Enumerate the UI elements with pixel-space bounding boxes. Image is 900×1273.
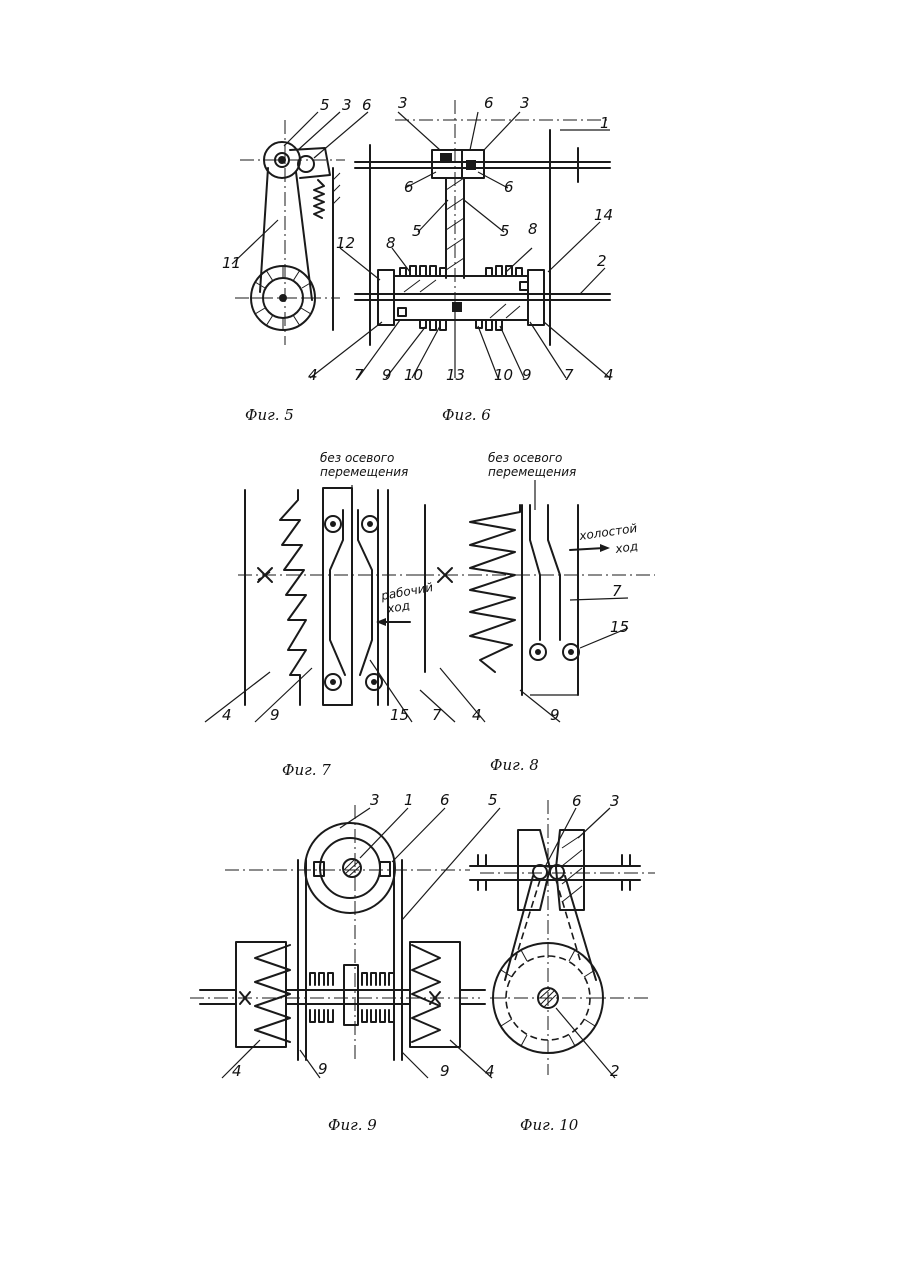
label-4: 4 — [232, 1062, 242, 1080]
label-3: 3 — [520, 94, 530, 112]
figure-7: без осевого перемещения рабочий ход 4 9 … — [205, 451, 455, 779]
sawtooth-gear-profile — [470, 505, 520, 672]
idle-stroke-arrow — [570, 548, 604, 550]
roller-6 — [533, 865, 547, 879]
spring — [314, 180, 324, 218]
label-9: 9 — [522, 366, 532, 384]
label-4: 4 — [485, 1062, 495, 1080]
label-7: 7 — [354, 366, 364, 384]
label-15: 15 — [610, 618, 629, 636]
label-2: 2 — [610, 1062, 620, 1080]
caption-fig6: Фиг. 6 — [442, 406, 491, 424]
label-5: 5 — [320, 96, 330, 114]
sawtooth-gear-profile — [280, 490, 306, 705]
label-10: 10 — [404, 366, 423, 384]
spring-right — [362, 973, 394, 985]
label-3: 3 — [342, 96, 352, 114]
label-9: 9 — [440, 1062, 450, 1080]
figure-8: без осевого перемещения холостой ход 7 1… — [420, 451, 655, 774]
label-1: 1 — [404, 791, 414, 809]
label-4: 4 — [472, 706, 482, 724]
label-15: 15 — [390, 706, 409, 724]
label-8: 8 — [528, 220, 538, 238]
label-4: 4 — [222, 706, 232, 724]
center-hub — [344, 965, 358, 1025]
label-4: 4 — [308, 366, 318, 384]
label-9: 9 — [550, 706, 560, 724]
label-3: 3 — [610, 792, 620, 810]
label-4: 4 — [604, 366, 614, 384]
label-13: 13 — [446, 366, 465, 384]
label-6: 6 — [504, 178, 514, 196]
label-3: 3 — [370, 791, 380, 809]
label-1: 1 — [600, 114, 610, 132]
label-8: 8 — [386, 234, 396, 252]
figure-5: 5 3 6 11 Фиг. 5 — [222, 96, 372, 424]
label-7: 7 — [612, 582, 622, 600]
label-14: 14 — [594, 206, 613, 224]
note-idle-stroke-line2: ход — [613, 539, 638, 556]
figure-9: 3 1 6 5 4 9 9 4 Фиг. 9 — [190, 791, 500, 1134]
label-7: 7 — [564, 366, 574, 384]
label-6: 6 — [404, 178, 414, 196]
label-6: 6 — [440, 791, 450, 809]
connecting-rod — [260, 168, 312, 300]
label-9: 9 — [318, 1060, 328, 1078]
label-10: 10 — [494, 366, 513, 384]
note-no-axial-line1: без осевого — [488, 451, 562, 465]
figure-10: 6 3 2 Фиг. 10 — [470, 792, 655, 1134]
cam-disc — [305, 823, 395, 913]
label-2: 2 — [597, 252, 607, 270]
pawl-carrier-plate — [323, 488, 352, 705]
label-6: 6 — [572, 792, 582, 810]
figure-6: 3 6 3 1 6 6 5 5 8 8 14 2 12 4 7 9 10 13 … — [308, 94, 614, 424]
label-9: 9 — [270, 706, 280, 724]
label-7: 7 — [432, 706, 442, 724]
label-5: 5 — [488, 791, 498, 809]
label-6: 6 — [484, 94, 494, 112]
caption-fig5: Фиг. 5 — [245, 406, 294, 424]
spring-left — [310, 973, 333, 985]
clutch-housing — [394, 276, 528, 320]
label-9: 9 — [382, 366, 392, 384]
label-5: 5 — [412, 222, 422, 240]
caption-fig9: Фиг. 9 — [328, 1116, 377, 1134]
caption-fig8: Фиг. 8 — [490, 756, 539, 774]
label-12: 12 — [336, 234, 355, 252]
caption-fig10: Фиг. 10 — [520, 1116, 579, 1134]
note-no-axial-line2: перемещения — [320, 465, 408, 479]
label-6: 6 — [362, 96, 372, 114]
cam-guide-slot — [358, 510, 372, 675]
note-no-axial-line1: без осевого — [320, 451, 394, 465]
label-3: 3 — [398, 94, 408, 112]
cam-guide-slot — [548, 505, 560, 640]
note-working-stroke-line2: ход — [385, 598, 411, 616]
caption-fig7: Фиг. 7 — [282, 761, 331, 779]
label-11: 11 — [222, 254, 241, 272]
label-5: 5 — [500, 222, 510, 240]
note-no-axial-line2: перемещения — [488, 465, 576, 479]
